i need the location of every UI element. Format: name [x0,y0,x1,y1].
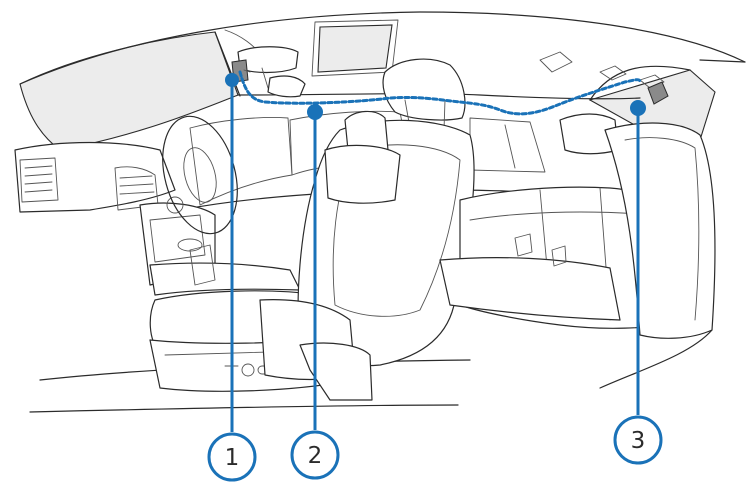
windows [19,24,716,151]
rearview-mirror [237,46,306,98]
callout-label-3: 3 [631,428,646,454]
leader-dot-2 [307,104,323,120]
callout-1: 1 [207,432,257,482]
leader-lines [225,73,646,432]
rear-seats [439,113,716,339]
dashboard [14,115,301,296]
callout-2: 2 [290,430,340,480]
windshield [19,31,239,151]
dash-cam-rear [647,81,669,105]
cable-route [238,70,642,116]
leader-dot-1 [225,73,239,87]
callout-label-1: 1 [225,445,240,471]
rear-quarter-window [588,69,716,141]
driver-seat-backrest [324,110,401,204]
leader-dot-3 [630,100,646,116]
callout-label-2: 2 [308,443,323,469]
sunroof-glass [317,24,393,73]
front-passenger-seat [259,58,475,401]
callout-3: 3 [613,415,663,465]
